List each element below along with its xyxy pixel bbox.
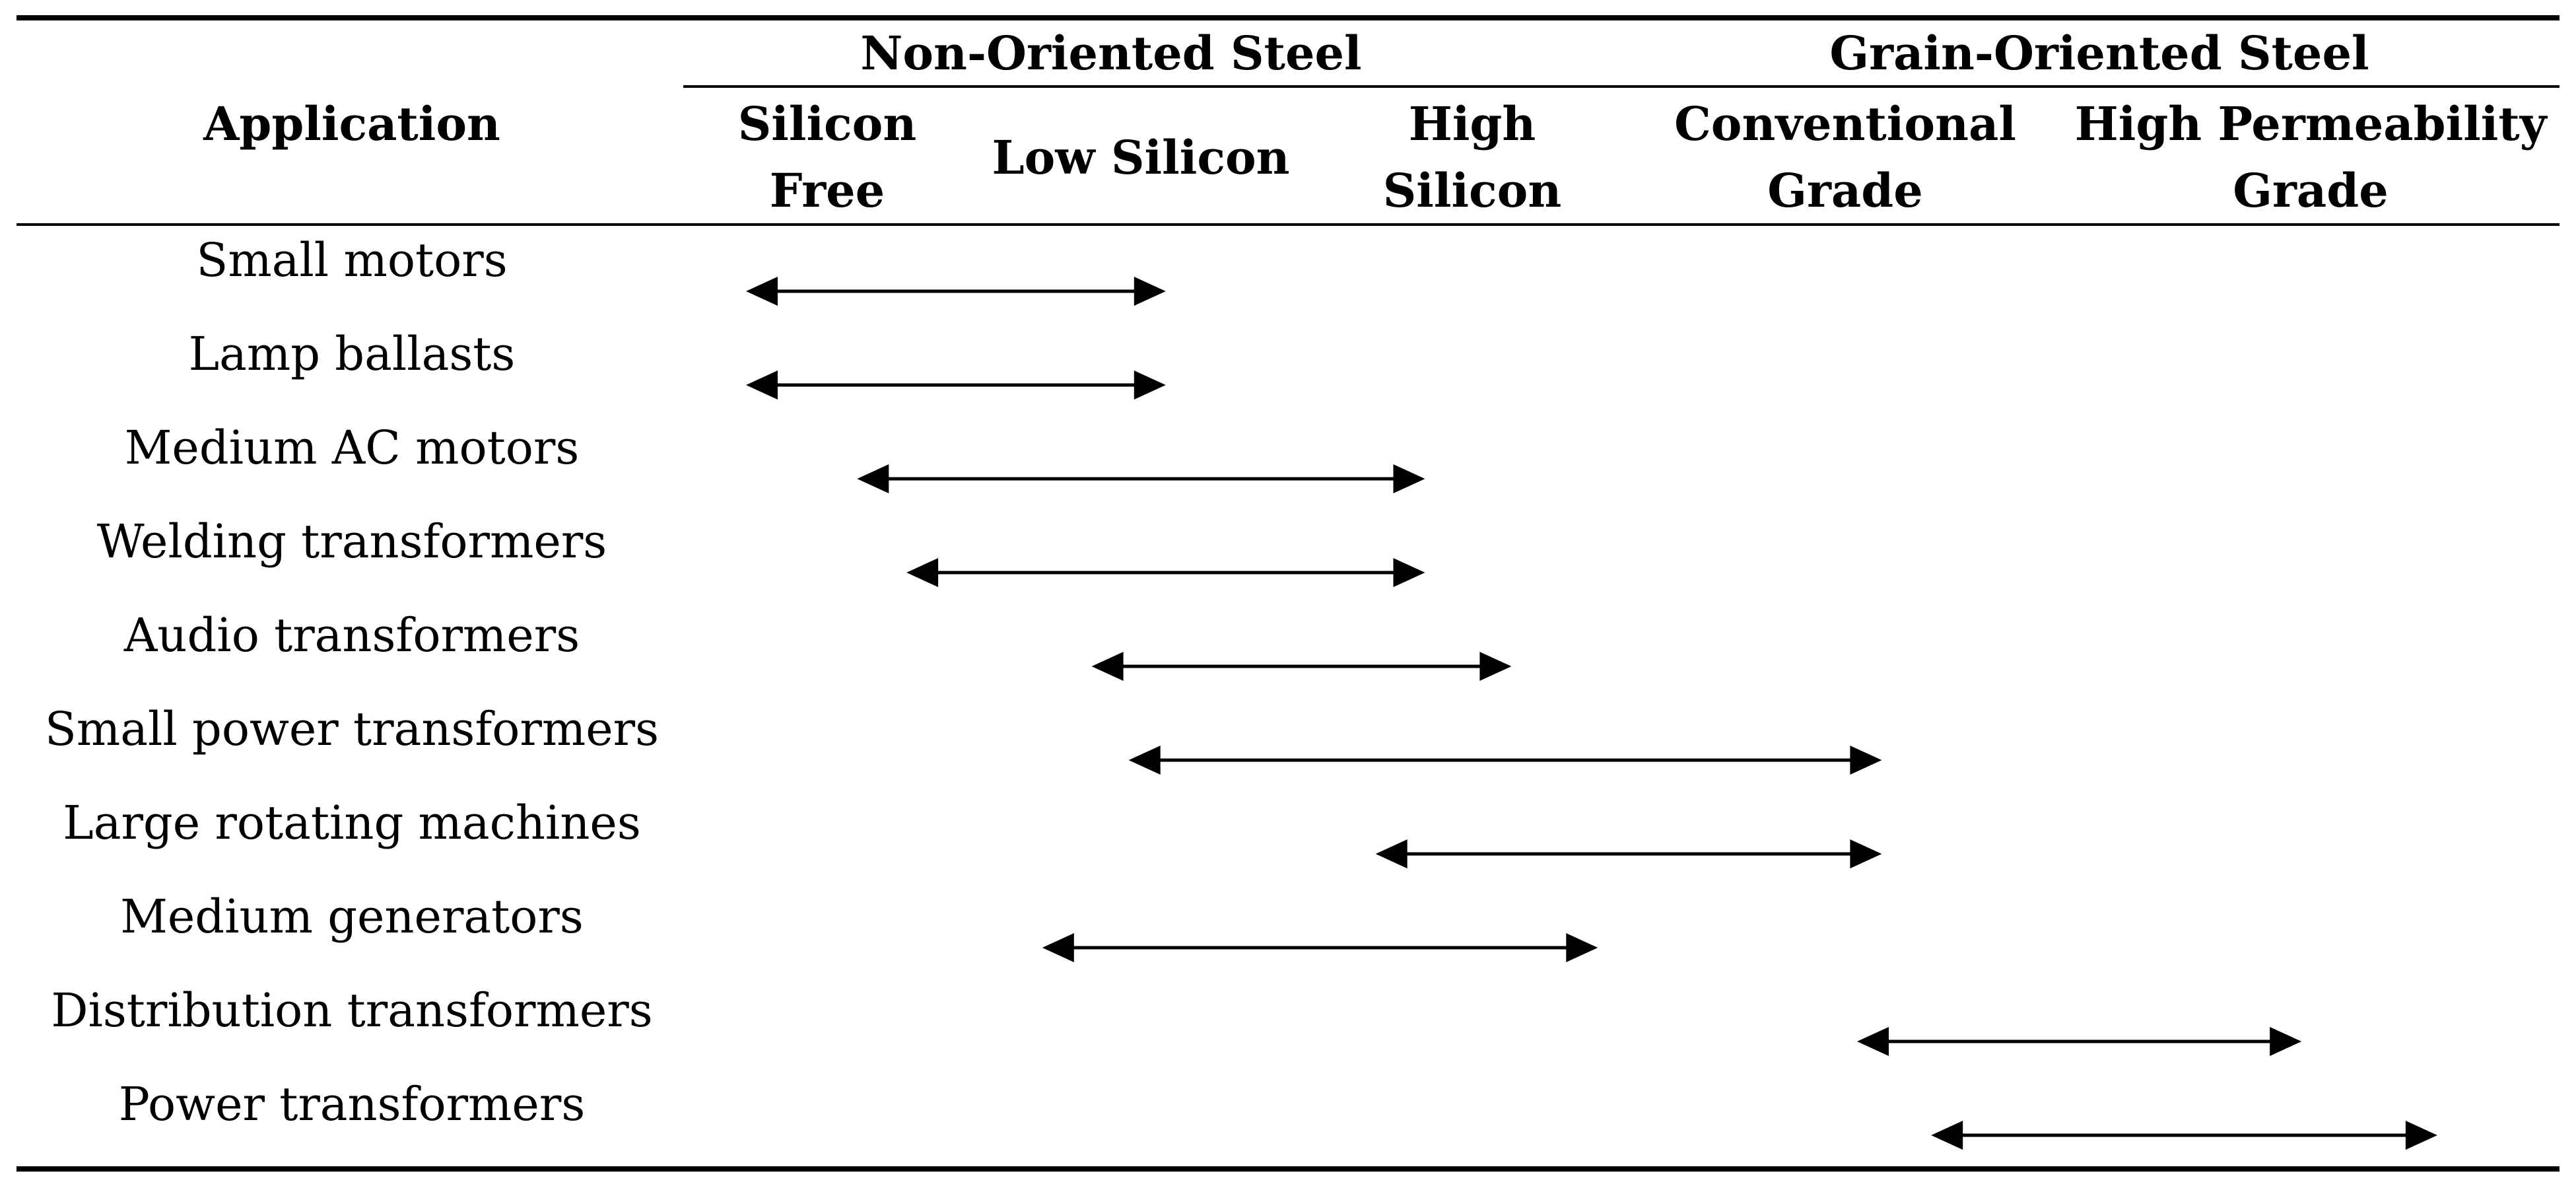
column-header-conventional-line2: Grade [1767, 163, 1923, 218]
range-arrow-left-head [1931, 1121, 1963, 1150]
range-arrow-right-head [1393, 558, 1425, 587]
range-arrow-left-head [1857, 1027, 1889, 1056]
application-header: Application [203, 96, 500, 151]
application-label: Small power transformers [45, 702, 659, 756]
range-arrow-right-head [1479, 652, 1512, 681]
application-label: Large rotating machines [63, 796, 641, 850]
range-arrow-right-head [1134, 277, 1166, 306]
range-arrow-left-head [1091, 652, 1124, 681]
column-header-low-silicon: Low Silicon [992, 130, 1289, 185]
application-label: Audio transformers [123, 608, 580, 662]
range-arrow-right-head [2270, 1027, 2302, 1056]
range-arrow-right-head [1850, 839, 1882, 868]
application-label: Welding transformers [97, 514, 607, 569]
range-arrow-left-head [746, 277, 778, 306]
column-header-silicon-free-line1: Silicon [738, 96, 917, 151]
column-header-high-permeability-line1: High Permeability [2075, 96, 2548, 151]
range-arrow-left-head [1042, 933, 1074, 962]
range-arrow-right-head [1850, 746, 1882, 775]
column-header-silicon-free-line2: Free [770, 163, 885, 218]
application-label: Medium generators [120, 890, 584, 944]
column-header-conventional-line1: Conventional [1674, 96, 2016, 151]
application-label: Power transformers [119, 1077, 586, 1131]
range-arrow-right-head [2405, 1121, 2437, 1150]
range-arrow-right-head [1134, 370, 1166, 400]
range-arrow-right-head [1393, 464, 1425, 493]
group-header-non-oriented: Non-Oriented Steel [860, 26, 1361, 81]
column-header-high-silicon-line1: High [1409, 96, 1536, 151]
range-arrow-left-head [857, 464, 889, 493]
group-header-grain-oriented: Grain-Oriented Steel [1829, 26, 2369, 81]
range-arrow-left-head [1128, 746, 1161, 775]
column-header-high-silicon-line2: Silicon [1383, 163, 1562, 218]
application-label: Medium AC motors [125, 421, 580, 475]
column-header-high-permeability-line2: Grade [2233, 163, 2389, 218]
range-arrow-right-head [1566, 933, 1598, 962]
range-arrow-left-head [906, 558, 939, 587]
application-label: Lamp ballasts [189, 327, 516, 381]
range-arrow-left-head [1375, 839, 1407, 868]
application-label: Small motors [196, 233, 507, 287]
range-arrow-left-head [746, 370, 778, 400]
application-label: Distribution transformers [51, 983, 652, 1038]
